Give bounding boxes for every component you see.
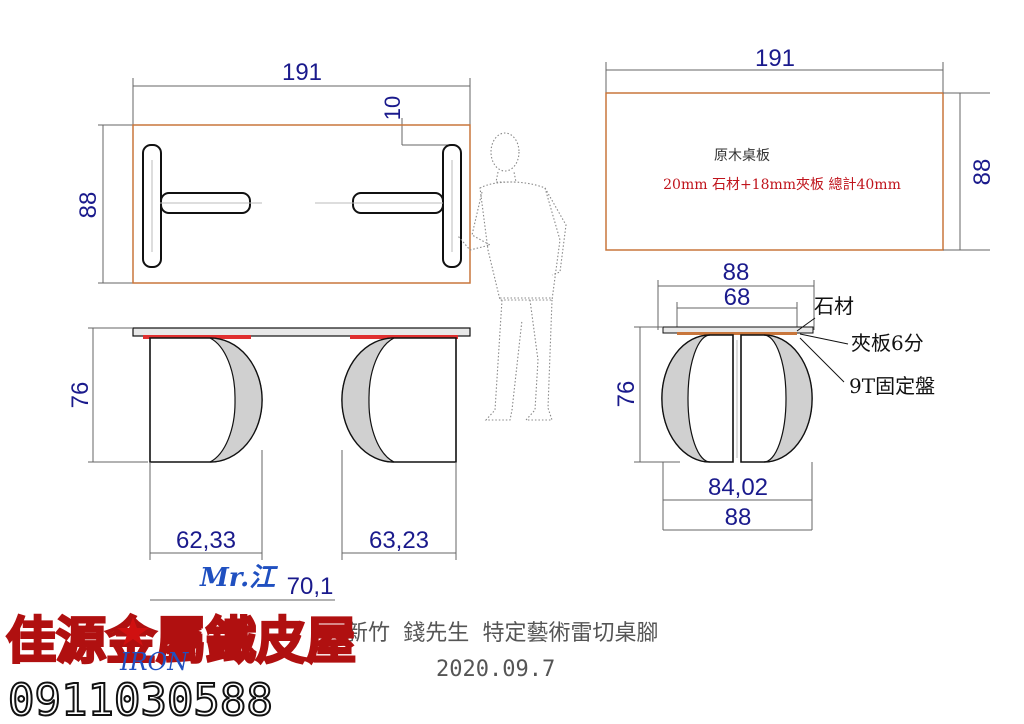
front-view: 76 62,33 63,23 70,1: [67, 327, 471, 601]
front-height-label: 76: [67, 382, 94, 409]
side-view: 88 68 76 石材 夾板6分 9T固定盤 84,02 88: [613, 259, 935, 531]
callout-plate: 9T固定盤: [849, 374, 935, 398]
side-height-label: 76: [613, 381, 640, 408]
leg-left-width-label: 62,33: [176, 527, 236, 554]
plate-depth-label: 88: [969, 159, 996, 186]
plate-title: 原木桌板: [714, 148, 770, 164]
company-logo: 佳源金屬鐵皮屋 Mr.江 IRON 0911030588: [5, 563, 358, 724]
side-top-width-label: 88: [723, 259, 750, 286]
side-bottom-width-label: 88: [725, 504, 752, 531]
side-base-label: 84,02: [708, 474, 768, 501]
top-plate-view: 191 88 原木桌板 20mm 石材+18mm夾板 總計40mm: [605, 45, 996, 251]
drawing-date: 2020.09.7: [436, 657, 555, 682]
logo-iron: IRON: [119, 648, 189, 676]
top-view-depth-label: 88: [75, 192, 102, 219]
offset-label: 10: [380, 96, 405, 120]
top-view: 191 88 10: [75, 59, 471, 284]
logo-name: 佳源金屬鐵皮屋: [6, 612, 356, 670]
human-figure-sketch: [457, 132, 567, 421]
top-view-width-label: 191: [282, 59, 322, 86]
callout-stone: 石材: [814, 294, 854, 318]
callout-plywood: 夾板6分: [851, 331, 924, 355]
star-icon: [117, 617, 149, 646]
plate-outline: [605, 92, 944, 251]
plate-width-label: 191: [755, 45, 795, 72]
logo-phone: 0911030588: [8, 675, 273, 724]
front-tabletop: [132, 327, 471, 337]
logo-mr: Mr.江: [199, 563, 278, 593]
leg-span-label: 70,1: [287, 573, 334, 600]
plate-spec: 20mm 石材+18mm夾板 總計40mm: [663, 176, 901, 193]
side-inner-width-label: 68: [724, 284, 751, 311]
leg-right-width-label: 63,23: [369, 527, 429, 554]
tabletop-outline: [132, 124, 471, 284]
drawing-caption: 新竹 錢先生 特定藝術雷切桌腳: [346, 621, 659, 646]
